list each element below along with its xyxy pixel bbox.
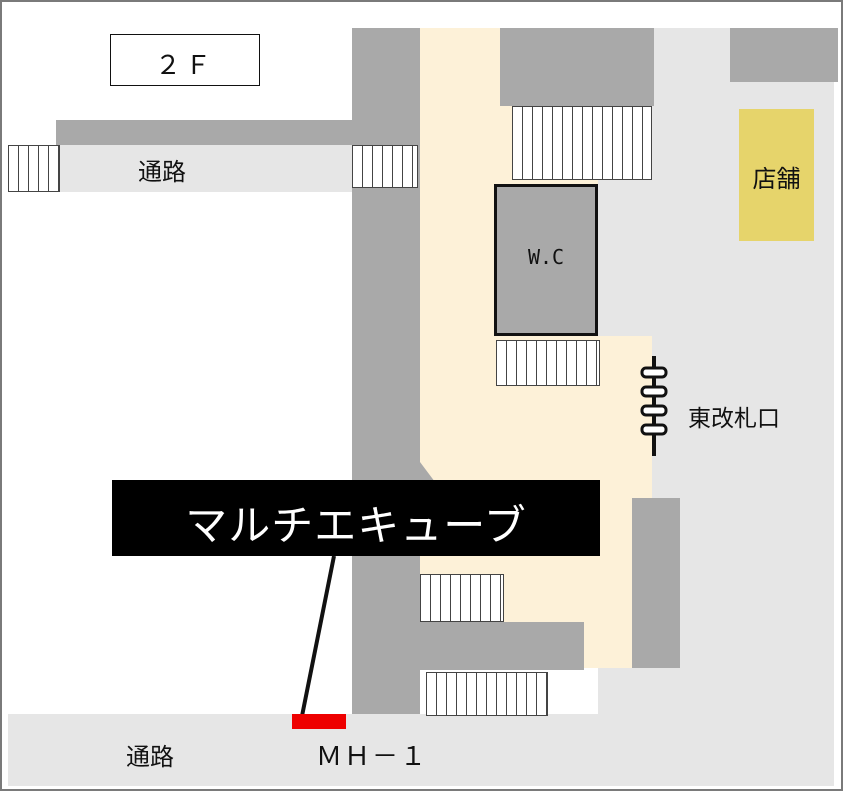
stairs-bottom [426,672,548,716]
callout-label: マルチエキューブ [185,501,527,550]
stairs-below-wc [496,340,600,386]
callout-leader-line [300,555,336,717]
east-pillar-block [632,498,680,668]
stairs-top-right [512,106,652,180]
central-structure-column [352,28,420,714]
stairs-top-center [352,145,418,188]
callout-box: マルチエキューブ [112,480,600,556]
marker-label: ＭＨ－１ [316,742,429,772]
top-structure-block [500,28,654,106]
passage-bottom-label: 通路 [126,743,174,771]
manhole-marker [292,714,346,729]
floor-label-box: ２Ｆ [110,34,260,86]
wc-room: W.C [494,184,598,336]
passage-top-label: 通路 [138,158,186,186]
stairs-lower-center [420,574,504,622]
stairs-top-left [8,145,60,192]
floor-label: ２Ｆ [154,51,215,81]
passage-bottom-area [8,714,834,786]
east-gate-label: 東改札口 [688,406,780,432]
ticket-gate-icon [640,356,668,456]
lower-structure-block [420,622,584,670]
shop-label: 店舗 [752,165,801,193]
top-right-structure-block [730,28,838,82]
top-left-walkway-wall [56,120,354,145]
shop-block: 店舗 [739,109,814,241]
passage-top-area [60,145,354,192]
wc-label: W.C [527,245,565,269]
